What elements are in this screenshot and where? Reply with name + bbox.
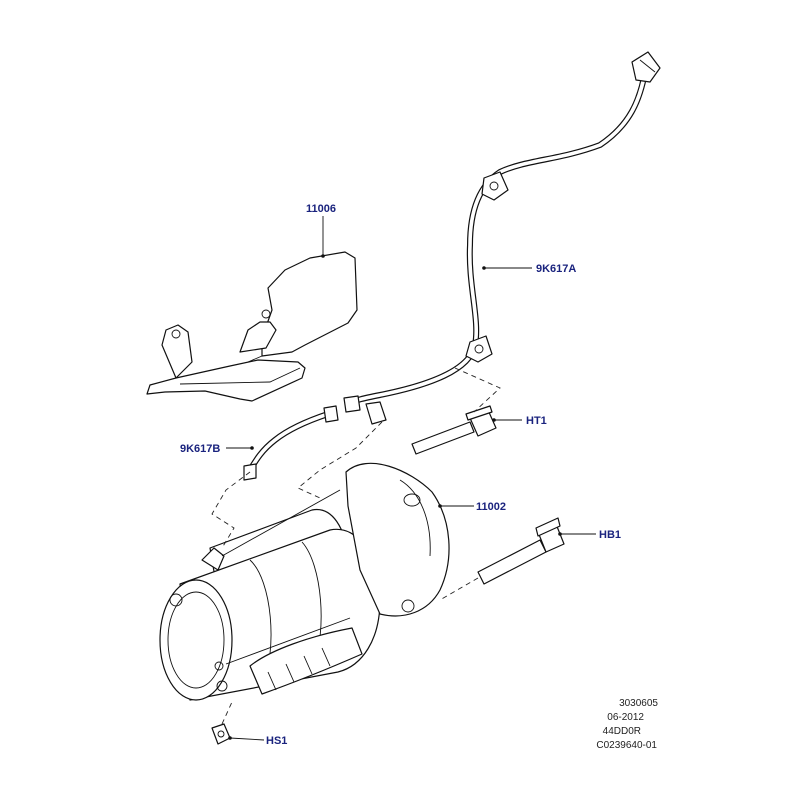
ref-line-3: 44DD0R [603,726,641,737]
callout-ht1: HT1 [526,415,547,427]
cable-9k617b [243,405,339,481]
bolt-hb1 [477,517,565,585]
ref-line-2: 06-2012 [607,712,644,723]
reference-block: 3030605 06-2012 44DD0R C0239640-01 [596,698,658,751]
ref-line-1: 3030605 [619,698,658,709]
screw-hs1 [211,723,231,745]
callout-hs1: HS1 [266,735,287,747]
callout-9k617a: 9K617A [536,263,576,275]
callout-hb1: HB1 [599,529,621,541]
cable-9k617a [343,51,661,425]
ref-line-4: C0239640-01 [596,740,657,751]
callout-11006: 11006 [306,203,336,215]
bolt-ht1 [411,405,497,455]
callout-9k617b: 9K617B [180,443,220,455]
heat-shield [146,251,358,402]
callout-11002: 11002 [476,501,506,513]
assembly-lines [211,367,501,725]
leader-lines [226,216,596,741]
starter-motor [159,462,450,701]
